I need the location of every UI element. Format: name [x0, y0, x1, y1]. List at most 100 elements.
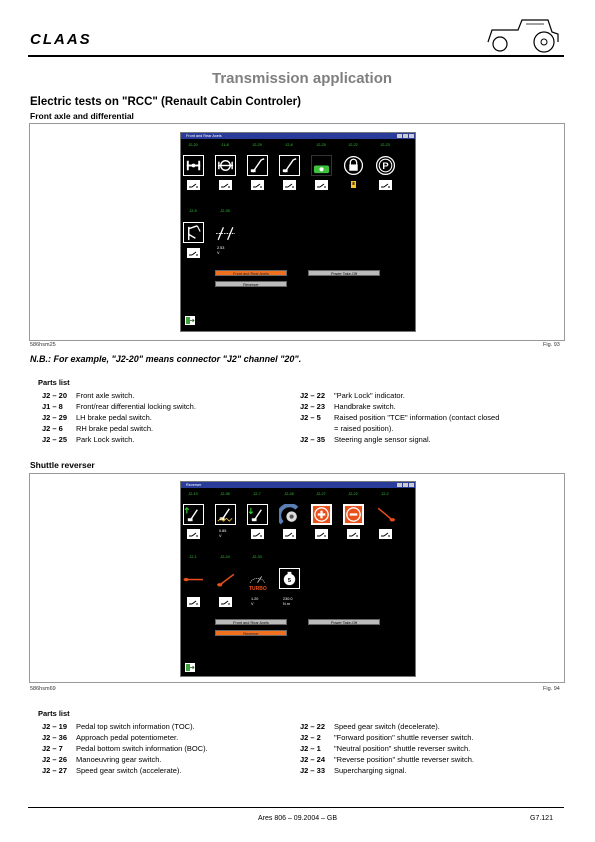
brand-logo: CLAAS	[30, 31, 92, 48]
minimize-button[interactable]	[397, 134, 402, 138]
pedal-bottom-switch-tile[interactable]	[247, 504, 268, 525]
switch-state-icon	[187, 180, 200, 190]
switch-state-icon	[251, 180, 264, 190]
minimize-button[interactable]	[397, 483, 402, 487]
figure-93-code: 586hsm25	[30, 342, 56, 348]
approach-pedal-unit: V	[219, 534, 222, 538]
switch-state-icon	[315, 180, 328, 190]
handbrake-tile[interactable]: P	[375, 155, 396, 176]
switch-state-icon	[379, 180, 392, 190]
switch-state-icon	[283, 529, 296, 539]
header-rule	[28, 55, 564, 57]
engine-torque-tile[interactable]: 5	[279, 568, 300, 589]
svg-text:5: 5	[288, 578, 291, 584]
close-button[interactable]	[409, 483, 414, 487]
reverser-button[interactable]: Reverser	[215, 281, 287, 287]
lh-brake-pedal-tile[interactable]	[247, 155, 268, 176]
differential-lock-tile[interactable]	[215, 155, 236, 176]
rh-brake-pedal-tile[interactable]	[279, 155, 300, 176]
front-rear-axels-button[interactable]: Front and Rear Axels	[215, 270, 287, 276]
list-item: J2 – 22"Park Lock" indicator.	[300, 391, 405, 400]
steering-angle-tile[interactable]	[215, 222, 236, 243]
brake-pedal-icon	[282, 158, 297, 173]
channel-label: J2-19	[188, 492, 198, 496]
steering-unit: V	[217, 251, 220, 255]
figure-94-label: Fig. 94	[543, 686, 560, 692]
channel-label: J2-2	[381, 492, 389, 496]
turbo-unit: V	[251, 602, 254, 606]
close-button[interactable]	[409, 134, 414, 138]
shuttle-forward-tile[interactable]	[375, 504, 396, 525]
engine-icon: 5	[283, 571, 296, 586]
screen-front-rear-axels: Front and Rear Axels J2-20 J1-8 J2-29 J2…	[180, 132, 416, 332]
steering-value: 2.53	[217, 246, 225, 250]
clutch-pedal-top-icon	[184, 507, 198, 522]
channel-label: J2-36	[220, 492, 230, 496]
park-lock-switch-icon	[313, 165, 330, 174]
screen-reverser: Reverser J2-19 J2-36 J2-7 J2-26 J2-27 J2…	[180, 481, 416, 677]
doc-subtitle-front-axle: Front axle and differential	[30, 111, 134, 121]
plus-icon	[312, 505, 331, 524]
parts-list-title: Parts list	[38, 709, 70, 718]
switch-state-icon	[379, 529, 392, 539]
pedal-potentiometer-icon	[217, 508, 233, 522]
doc-title: Electric tests on "RCC" (Renault Cabin C…	[30, 96, 301, 108]
channel-label: J2-22	[348, 492, 358, 496]
shuttle-neutral-tile[interactable]	[183, 568, 204, 589]
park-lock-indicator-tile[interactable]	[343, 155, 364, 176]
switch-state-icon	[283, 180, 296, 190]
reverser-button[interactable]: Reverser	[215, 630, 287, 636]
channel-label: J2-5	[189, 209, 197, 213]
pedal-top-switch-tile[interactable]	[183, 504, 204, 525]
figure-93-label: Fig. 93	[543, 342, 560, 348]
power-take-off-button[interactable]: Power Take-Off	[308, 619, 380, 625]
parts-list-title: Parts list	[38, 378, 70, 387]
minus-icon	[344, 505, 363, 524]
shuttle-lever-neutral-icon	[183, 577, 203, 582]
handbrake-icon: P	[375, 155, 396, 176]
raised-position-tile[interactable]	[183, 222, 204, 243]
turbo-gauge-tile[interactable]	[247, 568, 268, 589]
front-rear-axels-button[interactable]: Front and Rear Axels	[215, 619, 287, 625]
padlock-icon	[343, 155, 364, 176]
shuttle-lever-reverse-icon	[217, 573, 235, 587]
switch-state-icon	[219, 597, 232, 607]
shuttle-reverse-tile[interactable]	[215, 568, 236, 589]
svg-text:P: P	[382, 161, 388, 172]
exit-icon[interactable]	[185, 316, 195, 325]
tortoise-icon	[279, 504, 299, 525]
hitch-raised-icon	[188, 225, 201, 241]
approach-pedal-tile[interactable]	[215, 504, 236, 525]
footer-document-ref: Ares 806 – 09.2004 – GB	[258, 815, 337, 822]
power-take-off-button[interactable]: Power Take-Off	[308, 270, 380, 276]
exit-icon[interactable]	[185, 663, 195, 672]
speed-gear-accelerate-tile[interactable]	[311, 504, 332, 525]
channel-label: J2-7	[253, 492, 261, 496]
maximize-button[interactable]	[403, 134, 408, 138]
channel-label: J1-8	[221, 143, 229, 147]
channel-label: J2-29	[252, 143, 262, 147]
manoeuvring-gear-tile[interactable]	[279, 504, 300, 525]
channel-label: J2-26	[284, 492, 294, 496]
park-lock-switch-tile[interactable]	[311, 155, 332, 176]
maximize-button[interactable]	[403, 483, 408, 487]
brake-pedal-icon	[250, 158, 265, 173]
front-axle-tile[interactable]	[183, 155, 204, 176]
channel-label: J2-22	[348, 143, 358, 147]
list-item: J2 – 2"Forward position" shuttle reverse…	[300, 733, 474, 742]
speed-gear-decelerate-tile[interactable]	[343, 504, 364, 525]
channel-label: J2-1	[189, 555, 197, 559]
window-titlebar: Reverser	[181, 482, 415, 488]
page-number: G7.121	[530, 815, 553, 822]
channel-label: J2-25	[316, 143, 326, 147]
indicator-lamp-icon	[347, 180, 360, 190]
